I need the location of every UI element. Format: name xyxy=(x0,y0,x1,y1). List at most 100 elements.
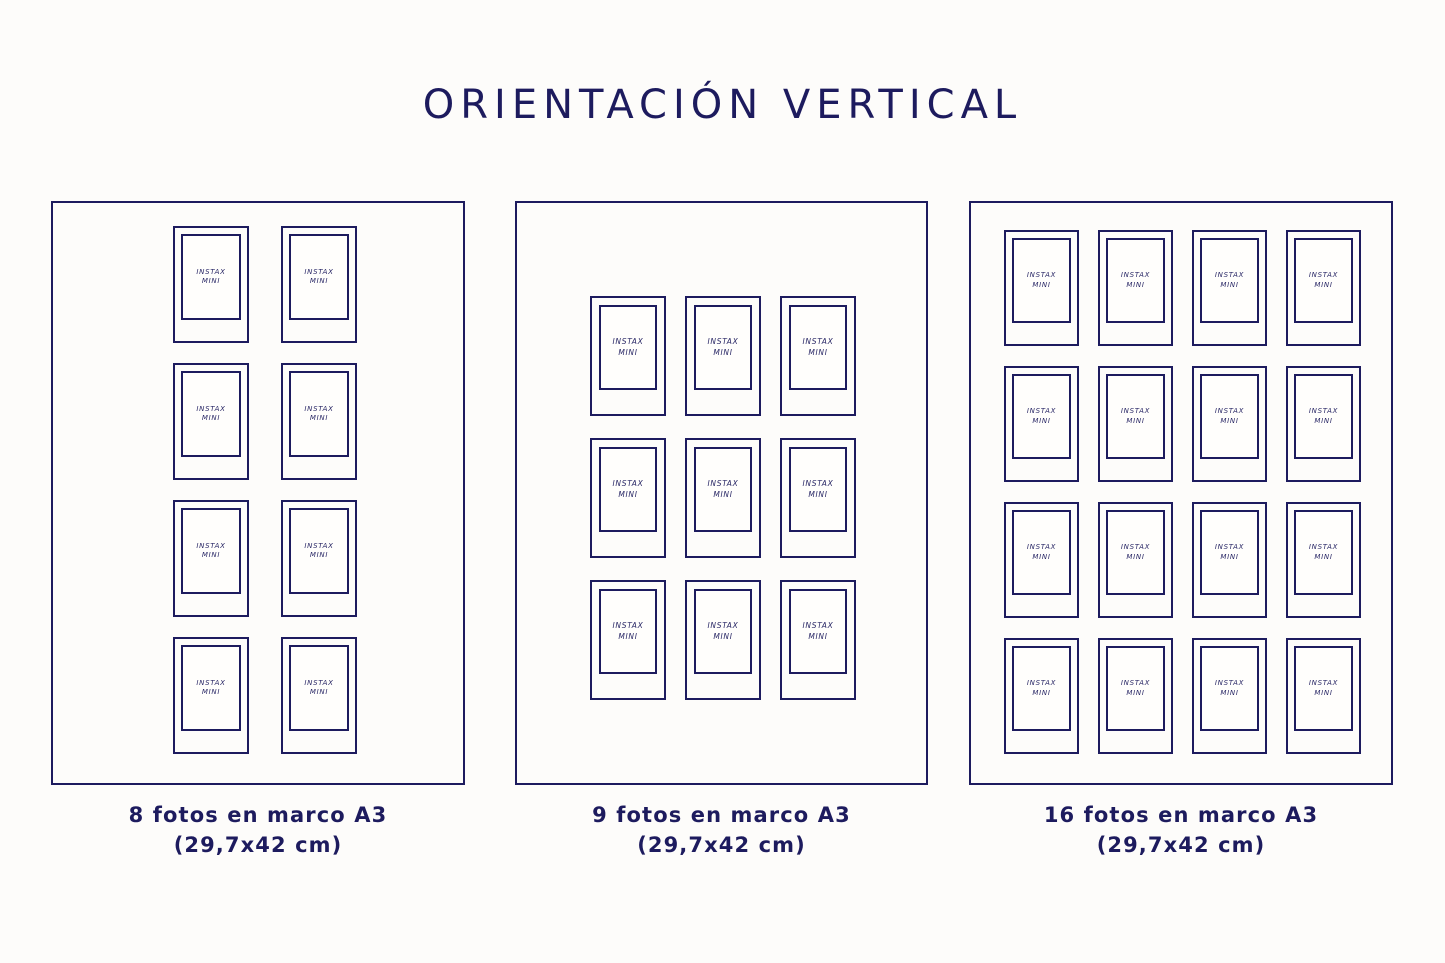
instax-label-line-2: MINI xyxy=(1126,552,1145,561)
instax-label-line-2: MINI xyxy=(618,631,638,641)
instax-label-line-1: INSTAX xyxy=(707,621,739,631)
instax-label-line-2: MINI xyxy=(1220,552,1239,561)
instax-label-line-1: INSTAX xyxy=(196,678,226,687)
instax-label-line-2: MINI xyxy=(1126,416,1145,425)
caption-16-photos: 16 fotos en marco A3 (29,7x42 cm) xyxy=(969,801,1393,861)
instax-label-line-1: INSTAX xyxy=(196,267,226,276)
instax-label-line-1: INSTAX xyxy=(304,678,334,687)
instax-label-line-1: INSTAX xyxy=(1308,407,1339,416)
instax-label-line-1: INSTAX xyxy=(304,404,334,413)
instax-label-line-2: MINI xyxy=(808,347,828,357)
instax-label-line-2: MINI xyxy=(1314,280,1333,289)
instax-label-line-2: MINI xyxy=(1220,280,1239,289)
instax-label-line-1: INSTAX xyxy=(1120,271,1151,280)
instax-label-line-1: INSTAX xyxy=(1120,679,1151,688)
instax-label-line-1: INSTAX xyxy=(1026,271,1057,280)
instax-label-line-1: INSTAX xyxy=(196,541,226,550)
caption-line-2: (29,7x42 cm) xyxy=(1096,832,1266,857)
caption-line-1: 9 fotos en marco A3 xyxy=(592,803,851,827)
instax-label-line-2: MINI xyxy=(1032,688,1051,697)
page-title: ORIENTACIÓN VERTICAL xyxy=(422,82,1023,128)
instax-label-line-1: INSTAX xyxy=(304,541,334,550)
instax-label-line-1: INSTAX xyxy=(196,404,226,413)
instax-label-line-1: INSTAX xyxy=(1026,407,1057,416)
instax-label-line-2: MINI xyxy=(309,551,329,559)
instax-label-line-1: INSTAX xyxy=(802,337,834,347)
instax-label-line-1: INSTAX xyxy=(1214,679,1245,688)
